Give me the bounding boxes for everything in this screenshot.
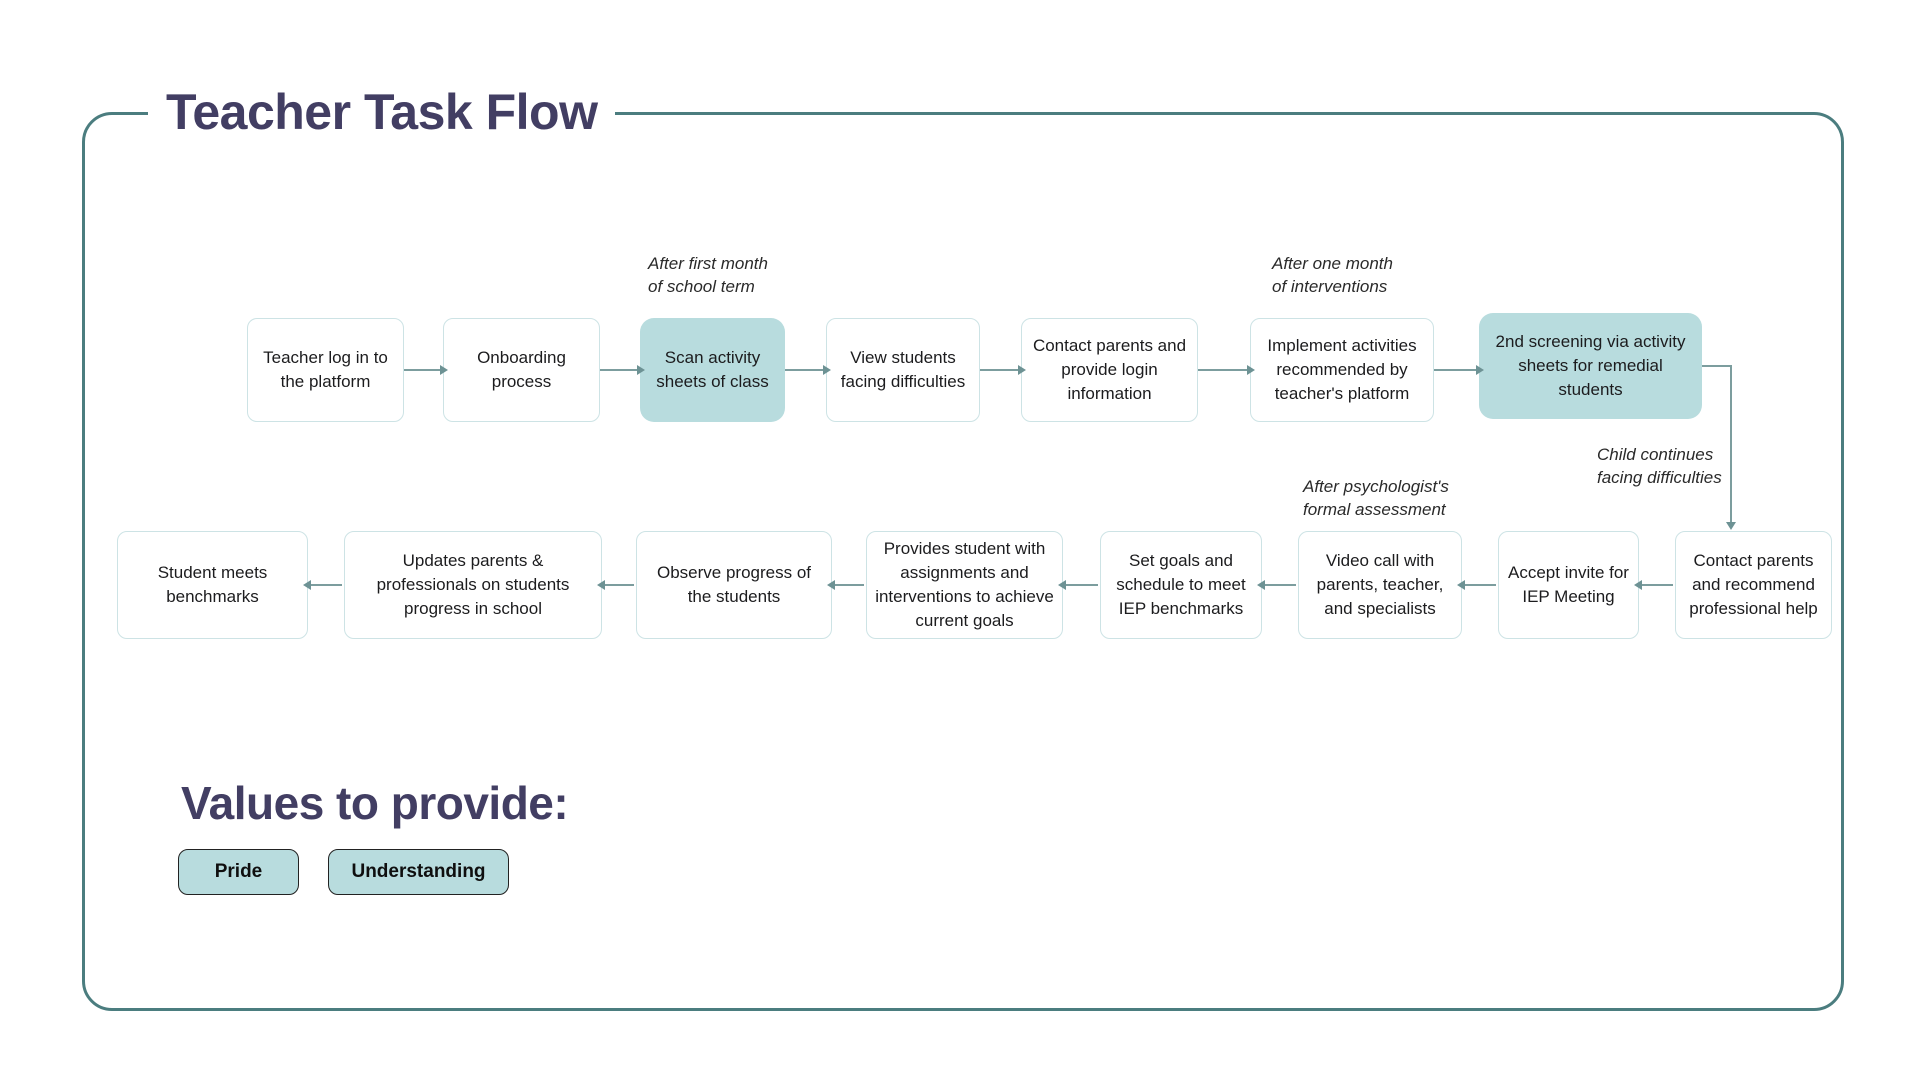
values-heading: Values to provide: xyxy=(181,777,569,829)
flow-node-onboarding: Onboarding process xyxy=(443,318,600,422)
value-chip-pride: Pride xyxy=(178,849,299,895)
flow-node-accept-invite: Accept invite for IEP Meeting xyxy=(1498,531,1639,639)
flow-node-updates-parents: Updates parents & professionals on stude… xyxy=(344,531,602,639)
flow-arrow-left xyxy=(303,580,342,590)
annotation-after-psychologist: After psychologist's formal assessment xyxy=(1303,477,1449,519)
flow-arrow-left xyxy=(1257,580,1296,590)
flow-arrow-left xyxy=(597,580,634,590)
flow-connector-elbow-horizontal xyxy=(1702,365,1732,367)
flow-node-teacher-login: Teacher log in to the platform xyxy=(247,318,404,422)
flow-node-student-meets-benchmarks: Student meets benchmarks xyxy=(117,531,308,639)
annotation-after-one-month: After one month of interventions xyxy=(1272,254,1393,296)
annotation-after-first-month: After first month of school term xyxy=(648,254,768,296)
flow-node-set-goals: Set goals and schedule to meet IEP bench… xyxy=(1100,531,1262,639)
flow-arrow-right xyxy=(1434,365,1484,375)
flow-node-provides-assignments: Provides student with assignments and in… xyxy=(866,531,1063,639)
value-chip-understanding: Understanding xyxy=(328,849,509,895)
flow-node-video-call: Video call with parents, teacher, and sp… xyxy=(1298,531,1462,639)
flow-arrow-right xyxy=(600,365,645,375)
flow-arrow-left xyxy=(1457,580,1496,590)
annotation-child-continues: Child continues facing difficulties xyxy=(1597,445,1722,487)
flow-node-contact-parents-help: Contact parents and recommend profession… xyxy=(1675,531,1832,639)
page-title: Teacher Task Flow xyxy=(148,83,616,141)
flow-arrow-left xyxy=(827,580,864,590)
flow-arrow-left xyxy=(1634,580,1673,590)
flow-node-implement-activities: Implement activities recommended by teac… xyxy=(1250,318,1434,422)
flow-arrow-right xyxy=(1198,365,1255,375)
flow-frame-border xyxy=(82,112,1844,1011)
flow-node-contact-parents-login: Contact parents and provide login inform… xyxy=(1021,318,1198,422)
flow-node-view-students: View students facing difficulties xyxy=(826,318,980,422)
flow-arrow-right xyxy=(404,365,448,375)
flow-arrow-left xyxy=(1058,580,1098,590)
flow-node-observe-progress: Observe progress of the students xyxy=(636,531,832,639)
flow-arrow-right xyxy=(785,365,831,375)
flow-arrow-right xyxy=(980,365,1026,375)
flow-node-second-screening: 2nd screening via activity sheets for re… xyxy=(1479,313,1702,419)
flow-node-scan-activity-sheets: Scan activity sheets of class xyxy=(640,318,785,422)
flow-connector-elbow-vertical xyxy=(1726,365,1736,530)
